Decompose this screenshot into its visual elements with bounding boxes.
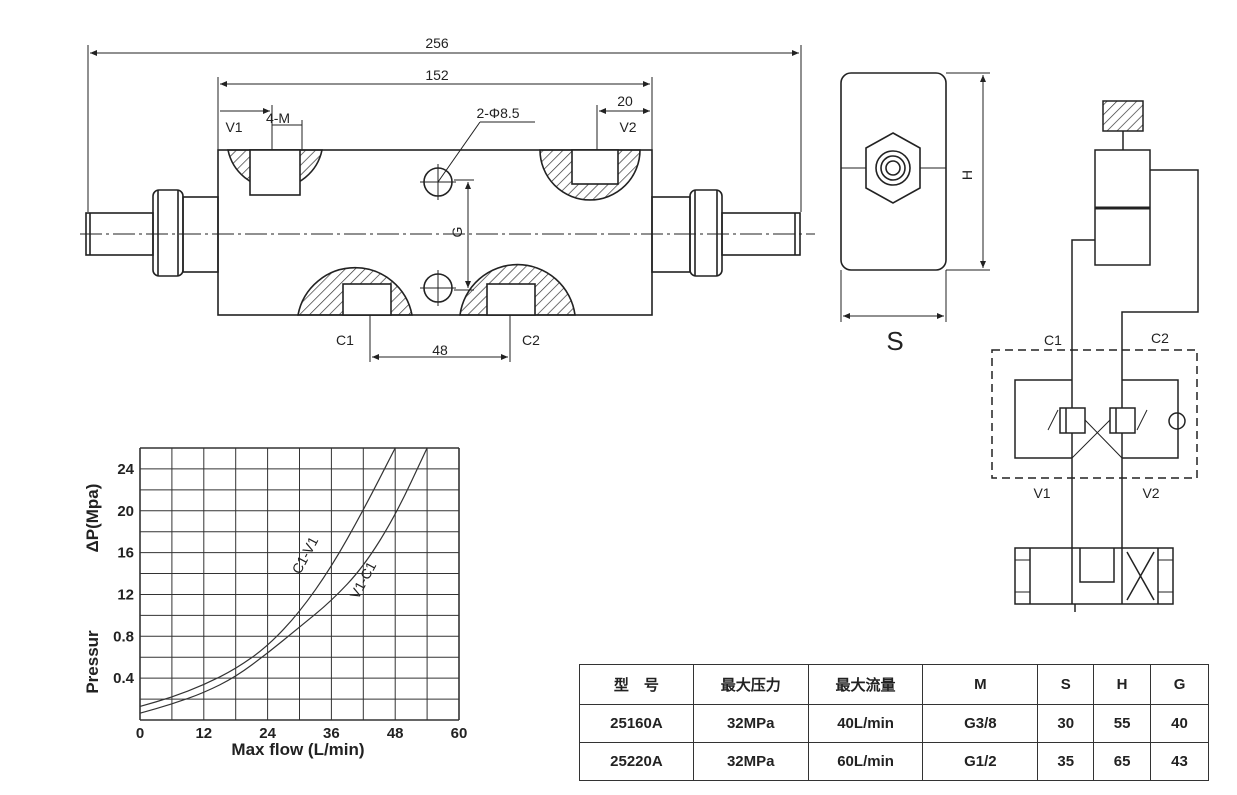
label-port-c1: C1 (336, 332, 354, 348)
dim-mounting-holes: 2-Φ8.5 (476, 105, 519, 121)
check-valve-v2 (1109, 407, 1136, 434)
spec-table: 型 号 最大压力 最大流量 M S H G 25160A 32MPa 40L/m… (579, 664, 1209, 781)
cell-m: G1/2 (922, 742, 1039, 781)
header-m: M (922, 664, 1039, 705)
chart-ticks: 0 12 24 36 48 60 0.4 0.8 12 16 20 24 (113, 461, 467, 742)
header-model: 型 号 (579, 664, 694, 705)
schematic-label-v1: V1 (1033, 485, 1050, 501)
header-s: S (1037, 664, 1095, 705)
x-tick-label: 36 (323, 725, 340, 742)
series-line-c1-v1 (139, 447, 396, 707)
header-max-pressure: 最大压力 (692, 664, 809, 705)
x-tick-label: 60 (451, 725, 468, 742)
cell-flow: 40L/min (807, 704, 924, 743)
cell-pressure: 32MPa (692, 742, 809, 781)
cell-h: 55 (1093, 704, 1152, 743)
cell-m: G3/8 (922, 704, 1039, 743)
chart-y-axis-label-bottom: Pressur (83, 630, 102, 694)
y-tick-label: 0.8 (113, 628, 134, 645)
series-label: C1-V1 (289, 534, 322, 577)
chart-y-axis-label-top: ΔP(Mpa) (83, 484, 102, 553)
side-view (840, 72, 990, 322)
cell-h: 65 (1093, 742, 1152, 781)
schematic-label-c1: C1 (1044, 332, 1062, 348)
hydraulic-schematic (991, 100, 1199, 612)
cell-model: 25160A (579, 704, 694, 743)
x-tick-label: 48 (387, 725, 404, 742)
series-line-v1-c1 (139, 447, 428, 714)
dim-width: S (886, 326, 903, 356)
cell-s: 30 (1037, 704, 1095, 743)
front-view (80, 45, 815, 362)
header-max-flow: 最大流量 (807, 664, 924, 705)
directional-valve (1014, 547, 1174, 605)
chart-grid (139, 447, 460, 721)
header-h: H (1093, 664, 1152, 705)
x-tick-label: 12 (195, 725, 212, 742)
schematic-label-c2: C2 (1151, 330, 1169, 346)
x-tick-label: 0 (136, 725, 144, 742)
dim-port-offset: 20 (617, 93, 633, 109)
side-body (840, 72, 947, 271)
side-hex-nut (865, 132, 921, 204)
table-row: 25160A 32MPa 40L/min G3/8 30 55 40 (579, 704, 1209, 743)
check-valve-v1 (1059, 407, 1086, 434)
schematic-label-v2: V2 (1142, 485, 1159, 501)
y-tick-label: 16 (117, 545, 134, 562)
y-tick-label: 0.4 (113, 670, 135, 687)
cell-s: 35 (1037, 742, 1095, 781)
cell-flow: 60L/min (807, 742, 924, 781)
left-fitting-stem (85, 212, 154, 256)
dim-hole-spacing: G (449, 227, 465, 238)
chart-x-axis-label: Max flow (L/min) (231, 740, 364, 759)
right-fitting-stem (721, 212, 801, 256)
dim-c-port-spacing: 48 (432, 342, 448, 358)
y-tick-label: 12 (117, 586, 134, 603)
port-c2 (486, 283, 536, 316)
port-v2 (571, 149, 619, 185)
dim-body-length: 152 (425, 67, 449, 83)
cell-model: 25220A (579, 742, 694, 781)
port-v1 (249, 149, 301, 196)
cell-g: 43 (1150, 742, 1209, 781)
dim-height: H (959, 170, 975, 180)
header-g: G (1150, 664, 1209, 705)
label-port-c2: C2 (522, 332, 540, 348)
cell-pressure: 32MPa (692, 704, 809, 743)
dim-overall-length: 256 (425, 35, 449, 51)
cylinder-rod-end (1102, 100, 1144, 132)
dim-thread-size: 4-M (266, 110, 290, 126)
y-tick-label: 24 (117, 461, 134, 478)
table-row: 25220A 32MPa 60L/min G1/2 35 65 43 (579, 742, 1209, 781)
label-port-v2: V2 (619, 119, 636, 135)
cell-g: 40 (1150, 704, 1209, 743)
table-header-row: 型 号 最大压力 最大流量 M S H G (579, 664, 1209, 705)
x-tick-label: 24 (259, 725, 276, 742)
port-c1 (342, 283, 392, 316)
label-port-v1: V1 (225, 119, 242, 135)
valve-envelope (991, 349, 1198, 479)
y-tick-label: 20 (117, 503, 134, 520)
